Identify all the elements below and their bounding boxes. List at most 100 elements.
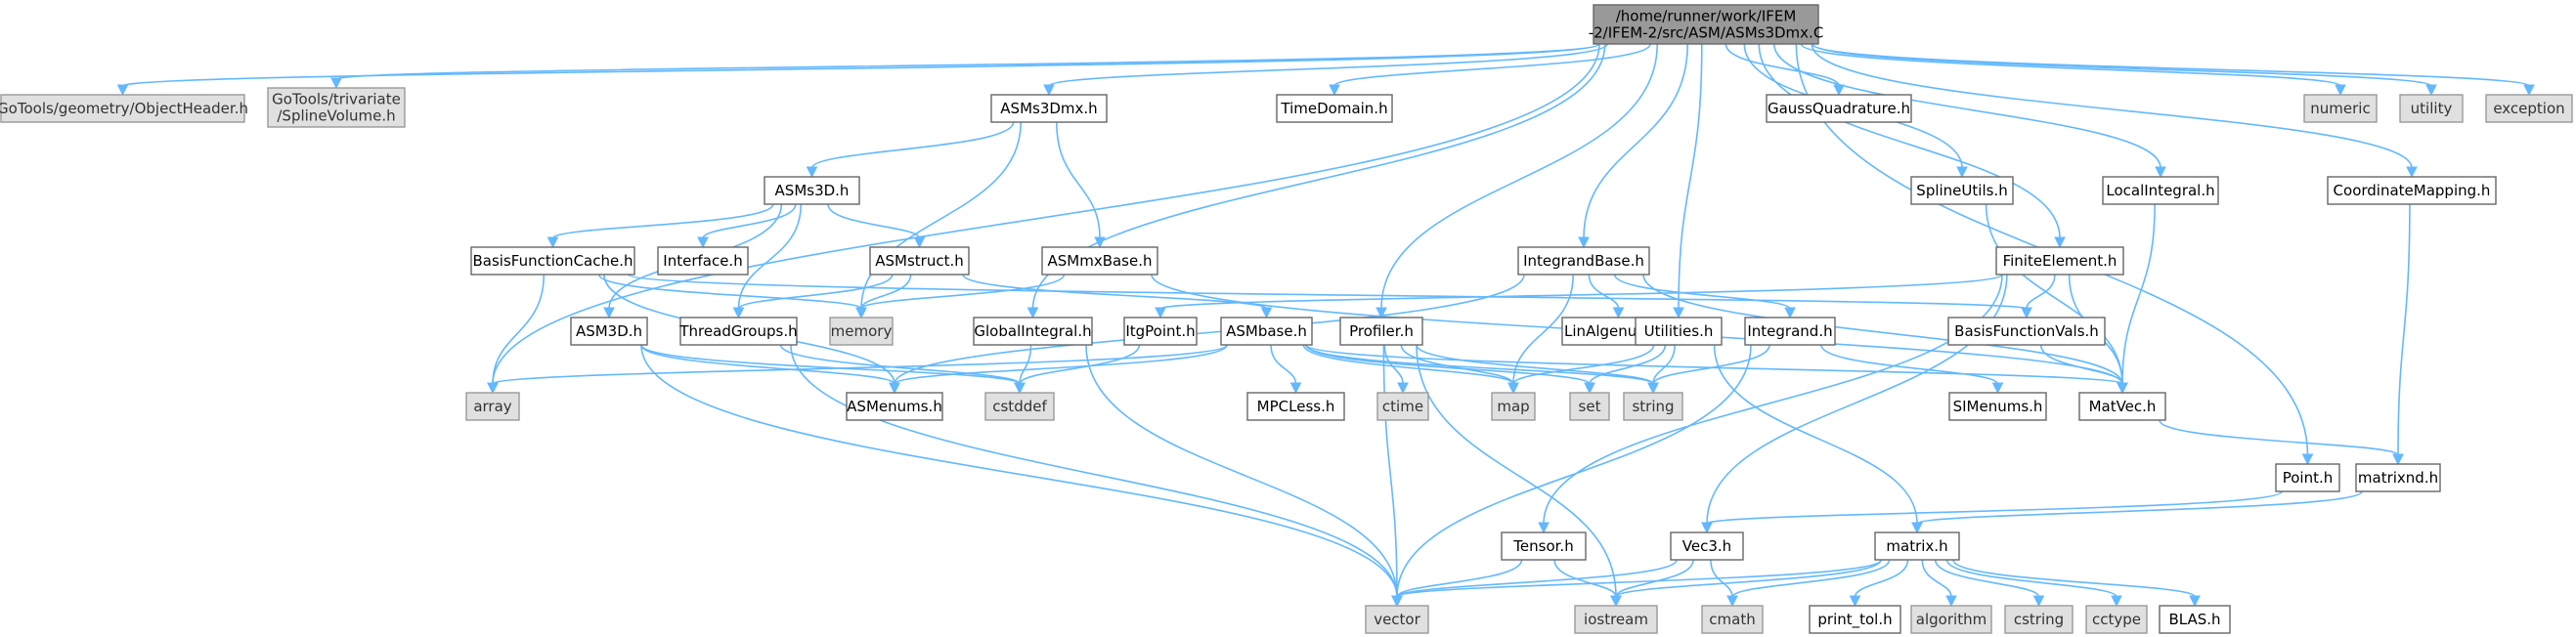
node-asmmxbase[interactable]: ASMmxBase.h: [1041, 246, 1158, 276]
edge-root-to-exception: [1812, 43, 2530, 87]
node-algorithm: algorithm: [1910, 605, 1992, 634]
node-simenums[interactable]: SIMenums.h: [1948, 392, 2047, 421]
node-iostream: iostream: [1574, 605, 1658, 634]
arrowhead-matrix-to-blas: [2189, 595, 2201, 608]
edge-root-to-integrandbase: [1583, 43, 1689, 239]
node-mpcless[interactable]: MPCLess.h: [1246, 392, 1345, 421]
node-utilities[interactable]: Utilities.h: [1635, 317, 1723, 346]
edge-utilities-to-map: [1512, 344, 1655, 385]
node-globalintegral[interactable]: GlobalIntegral.h: [973, 317, 1093, 346]
edge-root-to-numeric: [1800, 43, 2341, 87]
node-box: [679, 317, 798, 346]
node-basisfncache[interactable]: BasisFunctionCache.h: [470, 246, 635, 276]
node-splineutils[interactable]: SplineUtils.h: [1910, 176, 2014, 205]
node-asmbase[interactable]: ASMbase.h: [1220, 317, 1313, 346]
node-asm3d[interactable]: ASM3D.h: [570, 317, 648, 346]
edge-asmbase-to-map: [1302, 344, 1514, 385]
node-label: ASMmxBase.h: [1047, 252, 1152, 270]
node-asmenums[interactable]: ASMenums.h: [846, 392, 943, 421]
node-root[interactable]: /home/runner/work/IFEM-2/IFEM-2/src/ASM/…: [1589, 4, 1824, 45]
edge-asmmxbase-to-memory: [860, 274, 1066, 310]
node-label: Vec3.h: [1682, 537, 1731, 555]
node-label: GaussQuadrature.h: [1768, 100, 1910, 117]
arrowhead-root-to-utility: [2425, 84, 2437, 97]
node-cmath: cmath: [1701, 605, 1764, 634]
arrowhead-asms3dh-to-interface: [697, 236, 709, 249]
node-label: cmath: [1709, 611, 1755, 628]
node-itgpoint[interactable]: ItgPoint.h: [1123, 317, 1198, 346]
node-box: [465, 392, 520, 421]
node-timedomain[interactable]: TimeDomain.h: [1276, 94, 1393, 123]
node-box: [973, 317, 1093, 346]
edge-threadgroups-to-vector: [790, 344, 1398, 598]
edge-basisfncache-to-memory: [598, 274, 862, 310]
node-point[interactable]: Point.h: [2275, 463, 2340, 492]
edge-integrandbase-to-map: [1512, 274, 1574, 385]
edge-localintegral-to-matvec: [2121, 203, 2156, 385]
edge-matrix-to-blas: [1952, 559, 2196, 598]
edge-globalintegral-to-vector: [1085, 344, 1398, 598]
node-coordmap[interactable]: CoordinateMapping.h: [2327, 176, 2497, 205]
node-matrix[interactable]: matrix.h: [1874, 531, 1960, 561]
edge-asm3d-to-asmenums: [640, 344, 895, 385]
arrowhead-finiteelement-to-basisfnvals: [2021, 307, 2032, 319]
node-label: vector: [1374, 611, 1420, 628]
node-vec3[interactable]: Vec3.h: [1670, 531, 1744, 561]
node-localintegral[interactable]: LocalIntegral.h: [2102, 176, 2219, 205]
arrowhead-asmmxbase-to-memory: [855, 307, 867, 319]
arrowhead-matrix-to-vector: [1391, 595, 1403, 608]
edge-matrix-to-vector: [1396, 559, 1882, 598]
edge-root-to-timedomain: [1333, 43, 1651, 87]
node-matvec[interactable]: MatVec.h: [2078, 392, 2166, 421]
node-objheader: GoTools/geometry/ObjectHeader.h: [0, 94, 248, 123]
node-label: ctime: [1382, 398, 1423, 415]
node-box: [1948, 392, 2047, 421]
edge-matrix-to-iostream: [1615, 559, 1882, 598]
arrowhead-integrand-to-simenums: [1991, 382, 2004, 395]
edge-finiteelement-to-tensor: [1543, 274, 2003, 525]
node-tensor[interactable]: Tensor.h: [1501, 531, 1587, 561]
node-label: cstddef: [992, 398, 1047, 415]
node-label: ThreadGroups.h: [678, 322, 797, 340]
node-string: string: [1623, 392, 1683, 421]
node-label: algorithm: [1916, 611, 1987, 628]
arrowhead-integrandbase-to-integrand: [1784, 307, 1796, 319]
edge-integrandbase-to-linalgenums: [1588, 274, 1620, 310]
node-label: -2/IFEM-2/src/ASM/ASMs3Dmx.C: [1589, 24, 1824, 42]
edge-matrix-to-cmath: [1731, 559, 1891, 598]
node-label: Profiler.h: [1349, 322, 1414, 340]
arrowhead-utilities-to-set: [1584, 382, 1595, 395]
node-asms3dh[interactable]: ASMs3D.h: [764, 176, 860, 205]
arrowhead-utilities-to-map: [1507, 382, 1519, 395]
node-asms3dmxh[interactable]: ASMs3Dmx.h: [990, 94, 1108, 123]
arrowhead-root-to-asms3dmxh: [1043, 84, 1055, 97]
node-threadgroups[interactable]: ThreadGroups.h: [678, 317, 798, 346]
node-label: exception: [2493, 100, 2564, 117]
node-blas[interactable]: BLAS.h: [2159, 605, 2231, 634]
node-box: [1339, 317, 1423, 346]
arrowhead-matrix-to-printtol: [1849, 595, 1861, 608]
node-interface[interactable]: Interface.h: [657, 246, 749, 276]
node-integrand[interactable]: Integrand.h: [1744, 317, 1836, 346]
node-array: array: [465, 392, 520, 421]
node-printtol[interactable]: print_tol.h: [1809, 605, 1901, 634]
node-finiteelement[interactable]: FiniteElement.h: [1995, 246, 2124, 276]
node-box: [1947, 317, 2106, 346]
node-box: [1744, 317, 1836, 346]
node-basisfnvals[interactable]: BasisFunctionVals.h: [1947, 317, 2106, 346]
node-integrandbase[interactable]: IntegrandBase.h: [1517, 246, 1650, 276]
node-ctime: ctime: [1376, 392, 1429, 421]
node-gaussquad[interactable]: GaussQuadrature.h: [1766, 94, 1912, 123]
node-label: Tensor.h: [1512, 537, 1573, 555]
node-box: [1670, 531, 1744, 561]
edge-root-to-localintegral: [1772, 43, 2161, 169]
edge-utilities-to-string: [1652, 344, 1676, 385]
node-cctype: cctype: [2085, 605, 2148, 634]
node-matrixnd[interactable]: matrixnd.h: [2355, 463, 2441, 492]
node-box: [1517, 246, 1650, 276]
node-box: [470, 246, 635, 276]
arrowhead-matrix-to-iostream: [1610, 595, 1622, 608]
node-set: set: [1569, 392, 1610, 421]
node-asmstruct[interactable]: ASMstruct.h: [869, 246, 970, 276]
node-profiler[interactable]: Profiler.h: [1339, 317, 1423, 346]
